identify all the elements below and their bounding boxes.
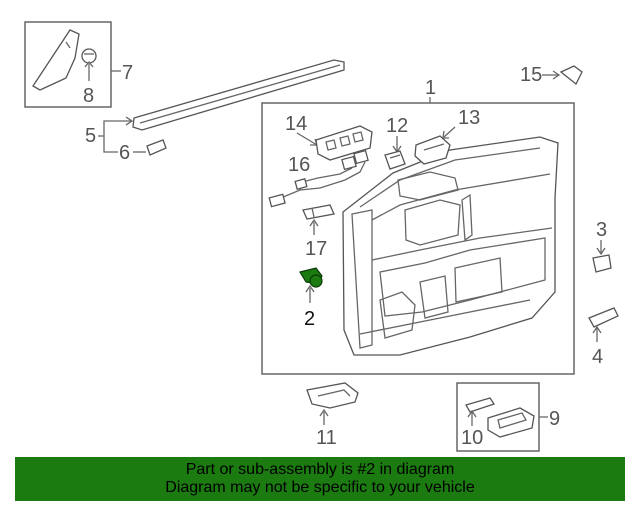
- callout-11: 11: [316, 427, 337, 449]
- clip-15[interactable]: [559, 65, 583, 86]
- garnish-group-box: [24, 21, 112, 108]
- callout-7: 7: [122, 62, 133, 84]
- callout-12: 12: [386, 115, 408, 137]
- callout-5: 5: [85, 125, 96, 147]
- callout-17: 17: [305, 238, 327, 260]
- garnish-4[interactable]: [588, 307, 619, 328]
- inside-handle-11[interactable]: [306, 382, 359, 409]
- bracket-17[interactable]: [302, 204, 335, 220]
- switch-13[interactable]: [414, 135, 451, 165]
- callout-14: 14: [285, 113, 307, 135]
- callout-3: 3: [596, 219, 607, 241]
- door-trim-assembly-box: [261, 102, 575, 375]
- door-trim-panel[interactable]: [342, 136, 559, 356]
- callout-15: 15: [520, 64, 542, 86]
- callout-13: 13: [458, 107, 480, 129]
- banner-line-2: Diagram may not be specific to your vehi…: [165, 479, 475, 496]
- info-banner: Part or sub-assembly is #2 in diagram Di…: [15, 457, 625, 501]
- handle-10[interactable]: [465, 397, 496, 413]
- callout-16: 16: [288, 154, 310, 176]
- callout-10: 10: [461, 427, 483, 449]
- garnish-clip[interactable]: [81, 48, 97, 64]
- switch-12[interactable]: [384, 150, 406, 170]
- handle-bezel-9[interactable]: [487, 407, 535, 438]
- cover-3[interactable]: [592, 254, 612, 273]
- callout-8: 8: [83, 85, 94, 107]
- callout-6: 6: [119, 142, 130, 164]
- callout-1: 1: [425, 77, 436, 99]
- trim-clip-part-2[interactable]: [299, 267, 323, 288]
- banner-line-1: Part or sub-assembly is #2 in diagram: [185, 461, 455, 478]
- moulding-clip[interactable]: [146, 139, 167, 156]
- callout-9: 9: [549, 408, 560, 430]
- corner-garnish[interactable]: [32, 29, 80, 91]
- callout-2: 2: [304, 308, 315, 330]
- wire-harness[interactable]: [268, 149, 369, 208]
- callout-4: 4: [592, 346, 603, 368]
- power-window-switch[interactable]: [315, 125, 373, 161]
